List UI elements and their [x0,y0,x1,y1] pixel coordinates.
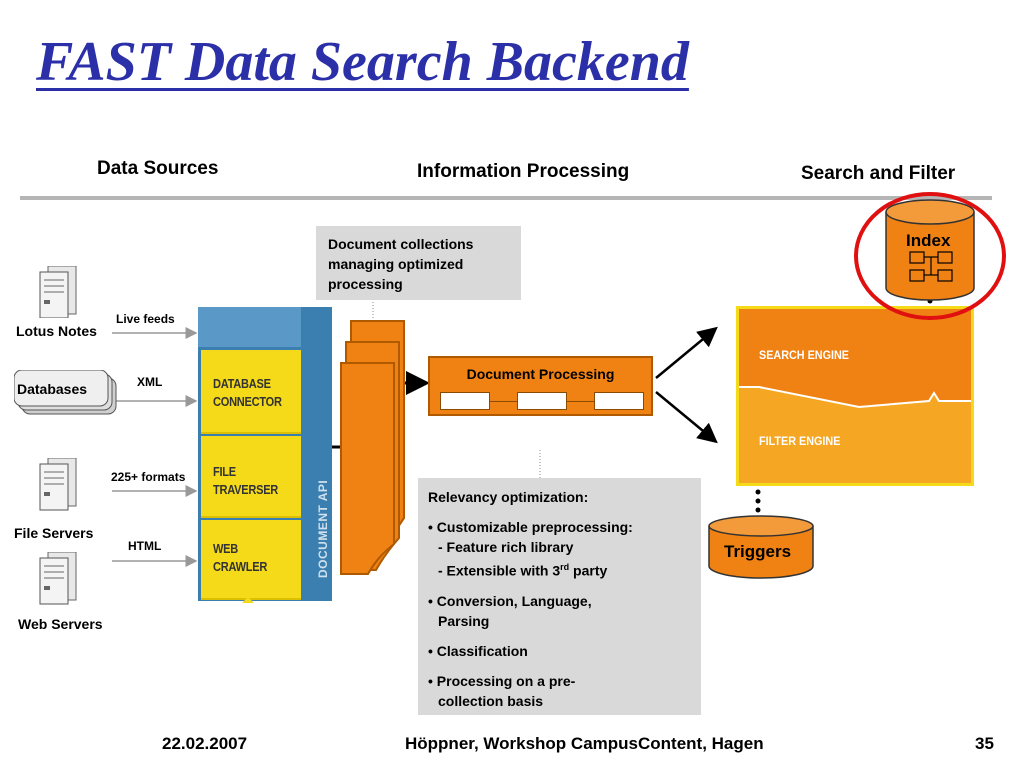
source-databases: Databases [17,381,88,397]
header-divider [20,196,992,200]
heading-search-and-filter: Search and Filter [801,163,956,184]
relevancy-callout: Relevancy optimization: • Customizable p… [418,478,701,715]
feed-formats: 225+ formats [111,470,186,484]
file-servers-server-icon [39,458,77,511]
footer-page-number: 35 [975,734,994,753]
source-web-servers: Web Servers [18,616,103,632]
pipeline-link-1 [489,401,517,402]
feed-live-feeds: Live feeds [116,312,175,326]
relevancy-bullet-precollection: • Processing on a pre- collection basis [428,672,576,709]
relevancy-bullet-classification: • Classification [428,642,528,659]
relevancy-bullet-preprocessing: • Customizable preprocessing: - Feature … [428,519,633,579]
search-engine-label: SEARCH ENGINE [759,348,850,362]
arrow-to-filter-engine [655,391,718,444]
document-collection-stack [340,320,405,575]
document-processing-label: Document Processing [466,366,615,382]
feed-xml: XML [137,375,163,389]
feed-html: HTML [128,539,162,553]
dot-trigger-2 [755,498,761,504]
document-api-label: DOCUMENT API [316,479,330,578]
relevancy-bullet-conversion: • Conversion, Language, Parsing [428,592,592,629]
index-label: Index [906,231,951,250]
dot-trigger-1 [755,489,761,495]
triggers-cylinder [708,515,814,579]
databases-icon [14,370,117,415]
lotus-notes-server-icon [39,266,77,318]
pipeline-stage-2 [517,392,567,410]
footer-date: 22.02.2007 [162,734,248,753]
engine-divider [739,309,971,409]
triggers-label: Triggers [724,542,792,561]
filter-engine-label: FILTER ENGINE [759,434,841,448]
document-processing-box: Document Processing [428,356,653,416]
heading-information-processing: Information Processing [417,161,630,182]
arrow-to-search-engine [655,326,718,379]
engine-panel: SEARCH ENGINE FILTER ENGINE [736,306,974,486]
slide-title: FAST Data Search Backend [36,31,689,93]
pipeline-stage-3 [594,392,644,410]
index-cylinder [854,192,1006,320]
web-servers-server-icon [39,552,77,605]
relevancy-heading: Relevancy optimization: [428,489,589,505]
pipeline-link-2 [566,401,594,402]
dot-trigger-3 [755,507,761,513]
live-feeds-slot [198,307,301,347]
source-lotus-notes: Lotus Notes [16,323,97,339]
crawler-marker [242,597,254,603]
footer-author-event: Höppner, Workshop CampusContent, Hagen [405,734,764,753]
collections-note: Document collections managing optimized … [316,226,521,300]
source-file-servers: File Servers [14,525,94,541]
heading-data-sources: Data Sources [97,158,219,179]
pipeline-stage-1 [440,392,490,410]
